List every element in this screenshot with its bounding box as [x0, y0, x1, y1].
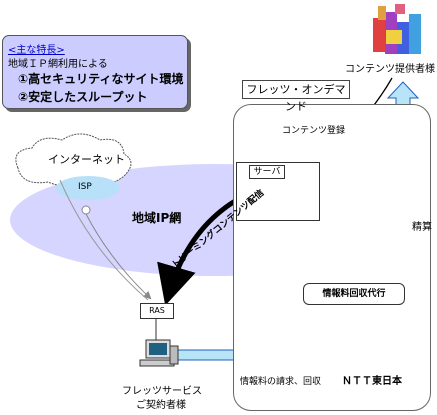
isp-label: ISP	[78, 182, 92, 192]
regional-ip-network-label: 地域IP網	[132, 211, 182, 225]
ntt-east-label: ＮＴＴ東日本	[342, 376, 402, 387]
features-box	[2, 35, 188, 109]
isp-ellipse	[56, 176, 120, 200]
billing-label: 情報料の請求、回収	[240, 377, 322, 387]
ras-box: RAS	[140, 303, 174, 319]
content-provider-building-icon	[373, 4, 421, 54]
feature-item-2: ②安定したスループット	[18, 90, 148, 104]
customer-label-line2: ご契約者様	[136, 400, 186, 411]
internet-cloud	[15, 133, 132, 187]
isp-node	[81, 205, 91, 215]
flets-on-demand-label: フレッツ・オンデマンド	[242, 80, 350, 113]
customer-to-isp-line	[59, 179, 149, 301]
content-registration-label: コンテンツ登録	[282, 126, 346, 136]
isp-to-ras-line	[85, 213, 152, 300]
customer-pc-icon	[139, 339, 179, 367]
features-title: <主な特長>	[8, 45, 65, 56]
features-subtitle: 地域ＩＰ網利用による	[8, 59, 108, 70]
settlement-label: 精算	[412, 222, 432, 233]
flets-on-demand-frame	[233, 104, 431, 411]
feature-item-1: ①高セキュリティなサイト環境	[18, 72, 184, 86]
internet-label: インターネット	[48, 153, 125, 166]
content-provider-label: コンテンツ提供者様	[345, 64, 435, 75]
fee-collection-callout: 情報料回収代行	[303, 283, 405, 305]
server-label: サーバ	[249, 165, 285, 179]
customer-label-line1: フレッツサービス	[122, 386, 202, 397]
